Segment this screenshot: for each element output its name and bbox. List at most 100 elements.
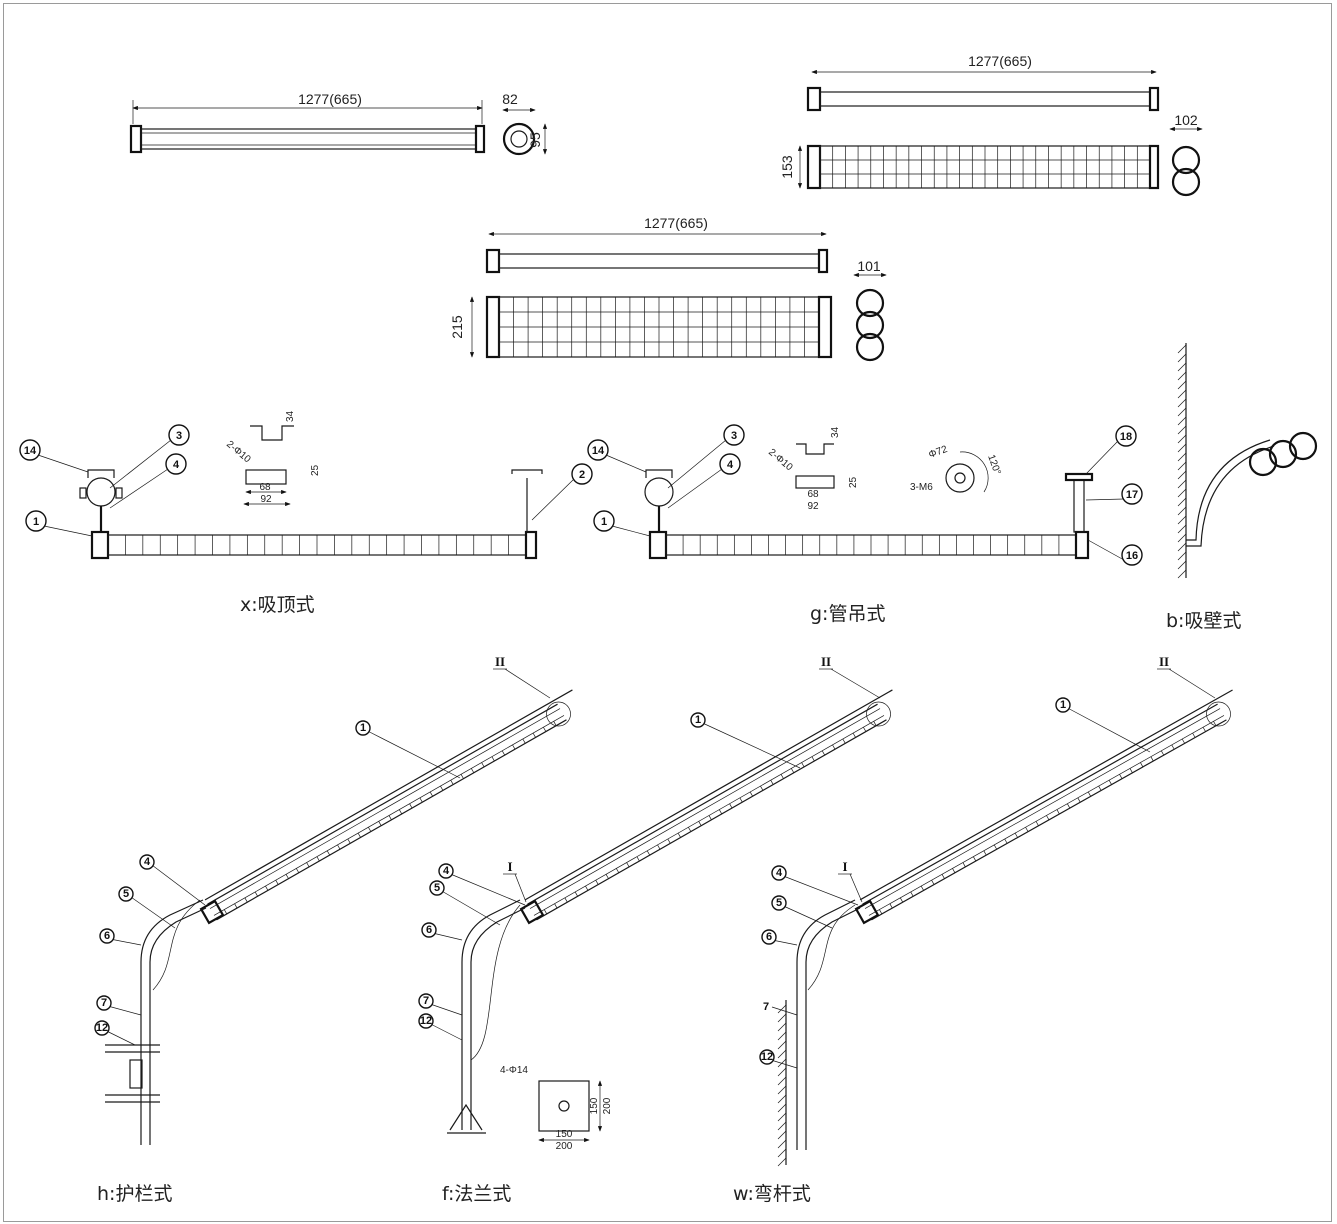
callout-marker — [771, 895, 787, 911]
callout-marker — [118, 886, 134, 902]
single-width-dimension: 82 — [502, 91, 518, 107]
x-bracket-hole: 2-Φ10 — [224, 439, 253, 466]
callout-label: 4 — [144, 856, 151, 868]
triple-width-dimension: 101 — [857, 258, 881, 274]
callout-label: 4 — [173, 459, 180, 471]
callout-label: 2 — [579, 469, 585, 481]
single-end-view — [502, 122, 536, 156]
callout-label: 1 — [1060, 699, 1066, 711]
callout-label: 4 — [727, 459, 734, 471]
callout-label: 1 — [601, 516, 607, 528]
detail-mark: I — [842, 859, 847, 874]
plate-inner-x: 150 — [556, 1129, 573, 1140]
caption-b: b:吸壁式 — [1166, 610, 1241, 632]
callout-marker — [723, 424, 745, 446]
callout-label: 7 — [423, 995, 429, 1007]
callout-marker — [759, 1049, 775, 1065]
callout-label: 1 — [360, 722, 366, 734]
callout-marker — [418, 1013, 434, 1029]
plate-inner-y: 150 — [589, 1097, 600, 1114]
callout-marker — [1055, 697, 1071, 713]
g-bracket-depth: 25 — [848, 476, 859, 488]
g-bracket-inner: 68 — [807, 489, 819, 500]
length-dimension: 1277(665) — [298, 91, 362, 107]
callout-marker — [587, 439, 609, 461]
callout-marker — [139, 854, 155, 870]
single-lamp-view: 1277(665) 82 95 — [129, 91, 548, 156]
double-lamp-grid — [820, 146, 1150, 188]
callout-marker — [771, 865, 787, 881]
triple-lamp-view: 1277(665) 215 101 — [449, 215, 887, 362]
f-flange-mount — [519, 689, 893, 925]
callout-marker — [593, 510, 615, 532]
callout-label: 6 — [766, 931, 772, 943]
triple-lamp-grid — [499, 297, 819, 357]
callout-label: 18 — [1120, 431, 1132, 443]
double-end-view — [1171, 145, 1201, 197]
detail-mark: II — [821, 654, 831, 669]
x-ceiling-mount: 68 92 2-Φ10 34 25 — [79, 410, 543, 560]
callout-label: 16 — [1126, 550, 1138, 562]
callout-label: 6 — [104, 930, 110, 942]
w-wall-hatch — [777, 1004, 787, 1167]
g-pipe-mount: 68 92 2-Φ10 34 25 Φ72 3-M6 120° — [644, 426, 1094, 560]
callout-marker — [690, 712, 706, 728]
double-lamp-view: 1277(665) 153 102 — [779, 53, 1203, 197]
callout-marker — [761, 929, 777, 945]
callout-layer: 143412143411817161456712II1456712III1456… — [19, 424, 1216, 1069]
detail-mark: II — [1159, 654, 1169, 669]
callout-label: 1 — [33, 516, 39, 528]
callout-label: 3 — [176, 430, 182, 442]
x-bracket-depth: 25 — [310, 464, 321, 476]
callout-marker — [96, 995, 112, 1011]
lamp-body — [129, 124, 486, 154]
callout-marker — [418, 993, 434, 1009]
callout-label: 12 — [420, 1015, 432, 1027]
g-lamp-grid — [682, 535, 1060, 555]
w-bent-pole-mount — [854, 689, 1233, 925]
callout-marker — [355, 720, 371, 736]
plate-outer-y: 200 — [602, 1097, 613, 1114]
callout-label: 12 — [96, 1022, 108, 1034]
callout-marker — [429, 880, 445, 896]
flange-screws: 3-M6 — [910, 482, 933, 493]
callout-label: 7 — [763, 1001, 769, 1013]
x-bracket-inner: 68 — [259, 482, 271, 493]
callout-marker — [168, 424, 190, 446]
callout-marker — [19, 439, 41, 461]
callout-label: 3 — [731, 430, 737, 442]
plate-outer-x: 200 — [556, 1141, 573, 1152]
callout-marker — [99, 928, 115, 944]
detail-mark: I — [507, 859, 512, 874]
callout-label: 7 — [101, 997, 107, 1009]
double-height-dimension: 153 — [779, 155, 795, 179]
double-length-dimension: 1277(665) — [968, 53, 1032, 69]
callout-label: 5 — [434, 882, 440, 894]
triple-length-dimension: 1277(665) — [644, 215, 708, 231]
flange-diameter: Φ72 — [927, 444, 949, 461]
callout-label: 4 — [443, 865, 450, 877]
callout-marker — [438, 863, 454, 879]
callout-marker — [94, 1020, 110, 1036]
g-bracket-height: 34 — [830, 426, 841, 438]
g-bracket-outer: 92 — [807, 501, 819, 512]
callout-label: 4 — [776, 867, 783, 879]
callout-label: 17 — [1126, 489, 1138, 501]
sheet-border — [3, 3, 1332, 1222]
callout-marker — [1121, 544, 1143, 566]
callout-marker — [25, 510, 47, 532]
callout-marker — [1121, 483, 1143, 505]
x-bracket-outer: 92 — [260, 494, 272, 505]
b-wall-mount — [1177, 343, 1318, 579]
callout-label: 14 — [24, 445, 37, 457]
x-bracket-height: 34 — [285, 410, 296, 422]
caption-f: f:法兰式 — [442, 1183, 511, 1205]
h-pole-details — [105, 899, 207, 1145]
callout-label: 14 — [592, 445, 605, 457]
triple-height-dimension: 215 — [449, 315, 465, 339]
x-lamp-grid — [125, 535, 509, 555]
single-height-dimension: 95 — [527, 132, 543, 148]
caption-w: w:弯杆式 — [733, 1183, 811, 1205]
